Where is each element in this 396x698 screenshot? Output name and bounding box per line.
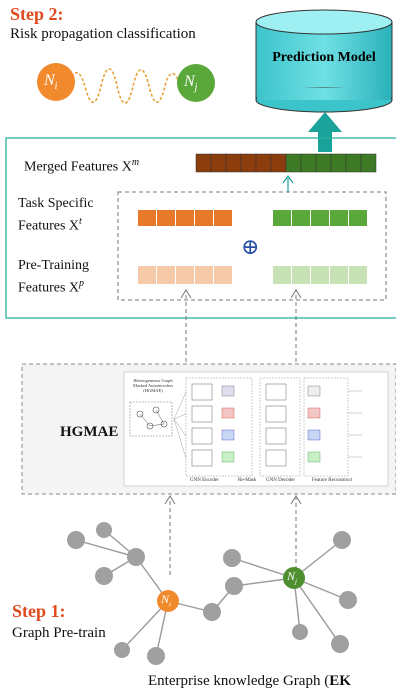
step2-description: Risk propagation classification <box>10 26 196 42</box>
hgmae-label: HGMAE <box>60 424 119 440</box>
pretrain-orange-bar <box>138 266 232 284</box>
hgmae-architecture-figure <box>123 371 389 487</box>
graph-node-nj-label: Nj <box>287 569 297 586</box>
hgmae-section-decoder: GNN Decoder <box>266 478 296 483</box>
graph-node-ni <box>157 590 179 612</box>
merged-features-label: Merged Features Xm <box>24 157 140 175</box>
hgmae-section-reconstruct: Feature Reconstruct <box>312 478 353 483</box>
graph-node-nj <box>283 567 305 589</box>
graph-to-hgmae-connectors <box>164 495 302 575</box>
arrow-into-merged <box>282 174 294 192</box>
node-nj-circle <box>177 64 215 102</box>
features-panel <box>5 137 396 319</box>
node-ni-label: Ni <box>44 72 58 93</box>
step1-title: Step 1: <box>12 601 66 621</box>
ekg-caption: Enterprise knowledge Graph (EK <box>148 673 351 689</box>
feature-combine-box <box>117 191 387 301</box>
step2-title: Step 2: <box>10 4 64 24</box>
hgmae-section-remask: Re-Mask <box>238 478 257 483</box>
merged-feature-bar <box>195 153 377 173</box>
plus-operator-icon: ⊕ <box>241 234 260 259</box>
task-green-bar <box>273 210 367 226</box>
graph-node-ni-label: Ni <box>161 592 171 609</box>
pretrain-green-bar <box>273 266 367 284</box>
pretrain-connectors <box>180 289 302 362</box>
hgmae-panel-title: Heterogeneous Graph Masked Autoencoders … <box>132 378 174 393</box>
node-ni-circle <box>37 63 75 101</box>
task-orange-bar <box>138 210 232 226</box>
hgmae-section-encoder: GNN Encoder <box>190 478 219 483</box>
enterprise-knowledge-graph <box>67 522 357 665</box>
propagation-wave <box>69 68 179 104</box>
arrow-to-prediction-model <box>308 112 342 152</box>
prediction-model-cylinder <box>255 9 393 113</box>
node-nj-label: Nj <box>184 73 198 94</box>
prediction-model-label: Prediction Model <box>272 50 376 65</box>
step1-description: Graph Pre-train <box>12 625 106 641</box>
